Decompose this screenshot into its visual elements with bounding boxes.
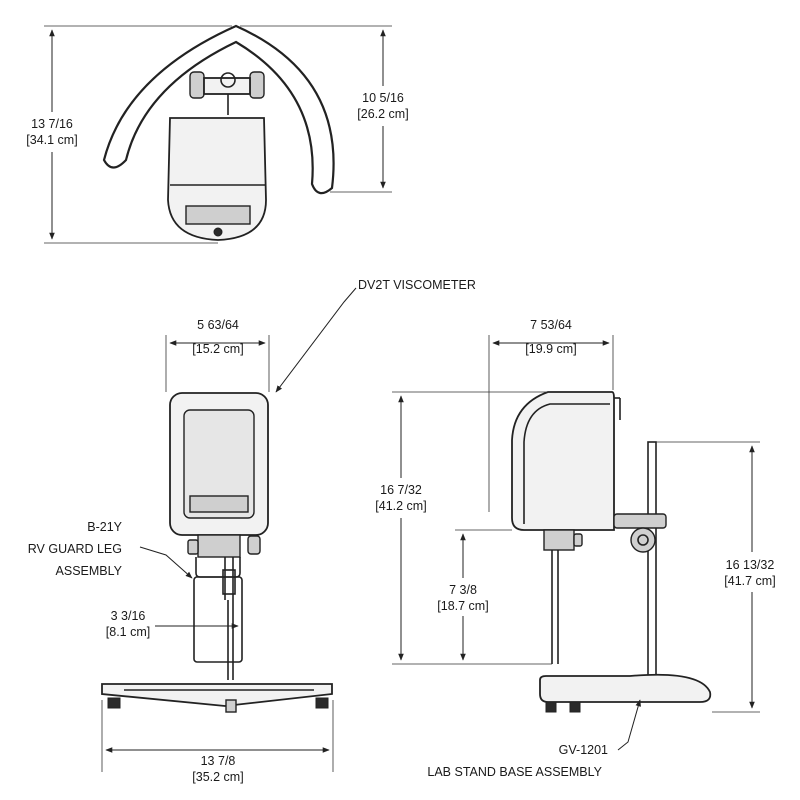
top-view-clamp-right (249, 71, 265, 99)
callout-base-line2: LAB STAND BASE ASSEMBLY (427, 765, 602, 779)
side-spindle-imperial: 7 3/8 (449, 583, 477, 597)
front-head-width-imperial: 5 63/64 (197, 318, 239, 332)
top-width-metric: [34.1 cm] (26, 133, 77, 147)
top-view: 13 7/16 [34.1 cm] 10 5/16 [26.2 cm] (26, 24, 409, 244)
top-depth-imperial: 10 5/16 (362, 91, 404, 105)
callout-guard-leg-line3: ASSEMBLY (56, 564, 123, 578)
top-view-rod (220, 72, 236, 88)
top-width-imperial: 13 7/16 (31, 117, 73, 131)
side-rod-imperial: 16 13/32 (726, 558, 775, 572)
side-view-head (511, 391, 615, 531)
top-depth-metric: [26.2 cm] (357, 107, 408, 121)
front-view-spindle-housing (197, 534, 241, 558)
side-view-base (539, 673, 712, 703)
top-view-clamp-block (203, 77, 251, 95)
callout-guard-leg-line2: RV GUARD LEG (28, 542, 122, 556)
top-view-level-bubble (213, 227, 223, 237)
callout-viscometer: DV2T VISCOMETER (358, 278, 476, 292)
front-base-width-metric: [35.2 cm] (192, 770, 243, 784)
side-view-clamp-knob (630, 527, 656, 553)
side-view-clamp (613, 513, 667, 529)
top-view-level-window (185, 205, 251, 225)
side-spindle-metric: [18.7 cm] (437, 599, 488, 613)
front-view-base (101, 683, 333, 707)
side-view: 7 53/64 [19.9 cm] 16 7/32 [41.2 cm] 7 3/… (375, 318, 776, 713)
front-view: 5 63/64 [15.2 cm] 3 3/16 [8.1 cm] 13 7/8… (101, 318, 334, 784)
front-view-screen (183, 409, 255, 519)
side-depth-metric: [19.9 cm] (525, 342, 576, 356)
callout-guard-leg-line1: B-21Y (87, 520, 122, 534)
front-guard-width-imperial: 3 3/16 (111, 609, 146, 623)
side-height-imperial: 16 7/32 (380, 483, 422, 497)
front-head-width-metric: [15.2 cm] (192, 342, 243, 356)
top-view-stand-arc (102, 24, 335, 195)
side-view-rod (647, 441, 657, 677)
callout-base-line1: GV-1201 (559, 743, 608, 757)
side-height-metric: [41.2 cm] (375, 499, 426, 513)
side-rod-metric: [41.7 cm] (724, 574, 775, 588)
front-guard-width-metric: [8.1 cm] (106, 625, 150, 639)
top-view-clamp-left (189, 71, 205, 99)
side-view-spindle-housing (543, 529, 575, 551)
side-depth-imperial: 7 53/64 (530, 318, 572, 332)
front-base-width-imperial: 13 7/8 (201, 754, 236, 768)
callouts: DV2T VISCOMETER B-21Y RV GUARD LEG ASSEM… (28, 278, 641, 779)
